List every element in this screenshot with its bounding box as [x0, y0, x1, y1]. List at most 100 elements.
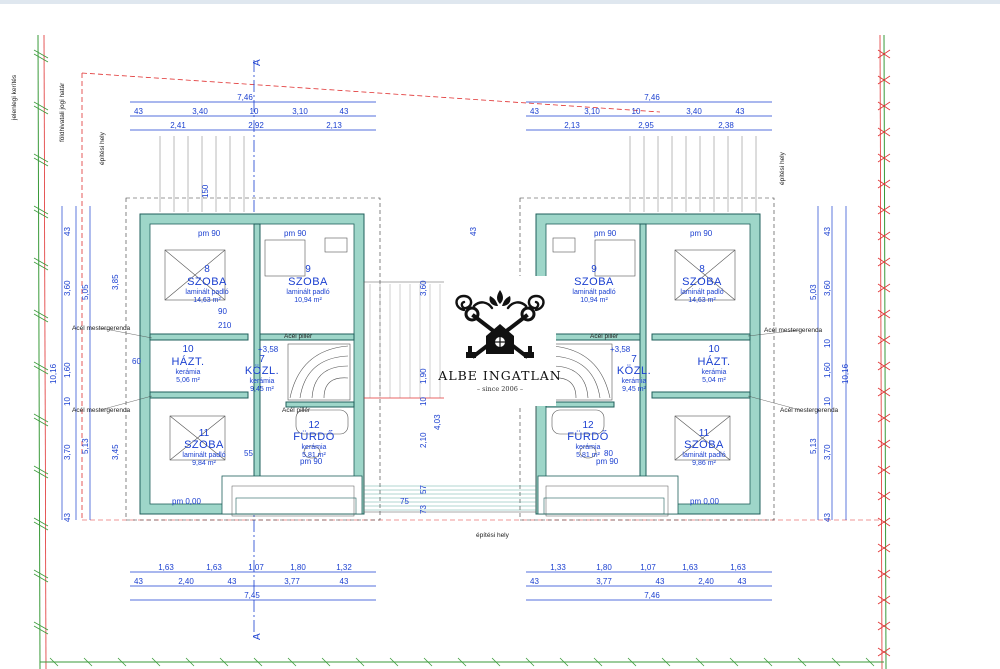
boundary-tick [559, 657, 569, 667]
boundary-cross [877, 595, 891, 605]
svg-text:12: 12 [308, 420, 320, 431]
boundary-tick [355, 657, 365, 667]
svg-text:210: 210 [218, 321, 232, 330]
room-9-left: 9 SZOBA laminált padló 10,94 m² [286, 264, 329, 304]
boundary-cross [877, 283, 891, 293]
left-unit [125, 197, 381, 521]
svg-text:FÜRDŐ: FÜRDŐ [293, 429, 335, 443]
boundary-tick [33, 49, 49, 59]
boundary-tick [33, 469, 49, 479]
room-9-right: 9 SZOBA laminált padló 10,94 m² [572, 264, 615, 304]
boundary-tick [33, 569, 49, 579]
svg-text:5,81 m²: 5,81 m² [576, 452, 600, 459]
svg-text:1,80: 1,80 [596, 563, 612, 572]
boundary-cross [877, 517, 891, 527]
svg-text:+3,58: +3,58 [610, 345, 631, 354]
svg-text:kerámia: kerámia [250, 378, 275, 385]
svg-text:43: 43 [738, 577, 747, 586]
svg-text:pm 90: pm 90 [284, 229, 307, 238]
svg-text:2,38: 2,38 [718, 121, 734, 130]
brand-name: ALBE INGATLAN [438, 368, 562, 383]
boundary-tick [423, 657, 433, 667]
boundary-tick [219, 657, 229, 667]
svg-text:1,90: 1,90 [419, 368, 428, 384]
boundary-tick [33, 261, 49, 271]
boundary-tick [33, 105, 49, 115]
svg-text:9,45 m²: 9,45 m² [250, 386, 274, 393]
dim-left-top-total: 7,46 [237, 93, 253, 102]
svg-text:3,45: 3,45 [111, 444, 120, 460]
svg-text:7: 7 [259, 354, 265, 365]
label-current-fence: jelenlegi kerítés [11, 74, 18, 121]
boundary-tick [33, 625, 49, 635]
svg-text:3,40: 3,40 [686, 107, 702, 116]
svg-text:1,63: 1,63 [158, 563, 174, 572]
svg-text:3,10: 3,10 [292, 107, 308, 116]
boundary-tick [729, 657, 739, 667]
boundary-tick [33, 365, 49, 375]
svg-text:10,94 m²: 10,94 m² [580, 297, 608, 304]
svg-text:10: 10 [632, 107, 641, 116]
svg-text:SZOBA: SZOBA [184, 439, 224, 451]
svg-text:43: 43 [656, 577, 665, 586]
svg-text:3,70: 3,70 [63, 444, 72, 460]
svg-text:3,77: 3,77 [284, 577, 300, 586]
svg-text:5,13: 5,13 [81, 438, 90, 454]
room-labels-left: 8 SZOBA laminált padló 14,63 m² 9 SZOBA … [171, 264, 334, 467]
boundary-tick [627, 657, 637, 667]
svg-text:5,81 m²: 5,81 m² [302, 452, 326, 459]
svg-text:11: 11 [199, 428, 210, 439]
svg-text:10: 10 [419, 397, 428, 406]
svg-text:pm 90: pm 90 [596, 457, 619, 466]
keys-crest-icon [455, 290, 545, 359]
boundary-tick [33, 573, 49, 583]
boundary-tick [457, 657, 467, 667]
label-land-registry-border: földhivatali jogi határ [59, 82, 66, 142]
svg-text:laminált padló: laminált padló [572, 289, 615, 296]
boundary-cross [877, 49, 891, 59]
svg-text:60: 60 [132, 357, 141, 366]
svg-text:11: 11 [699, 428, 710, 439]
svg-text:43: 43 [63, 513, 72, 522]
svg-text:3,60: 3,60 [63, 280, 72, 296]
boundary-cross [877, 127, 891, 137]
boundary-cross [877, 179, 891, 189]
svg-text:43: 43 [530, 107, 539, 116]
svg-text:kerámia: kerámia [176, 369, 201, 376]
svg-text:Acél pillér: Acél pillér [282, 407, 311, 414]
boundary-tick [33, 309, 49, 319]
boundary-tick [593, 657, 603, 667]
svg-text:80: 80 [604, 449, 613, 458]
boundary-cross [877, 569, 891, 579]
boundary-tick [797, 657, 807, 667]
svg-text:1,80: 1,80 [290, 563, 306, 572]
svg-text:pm 0,00: pm 0,00 [172, 497, 201, 506]
svg-text:laminált padló: laminált padló [182, 452, 225, 459]
svg-text:1,07: 1,07 [248, 563, 264, 572]
boundary-cross [877, 101, 891, 111]
svg-text:kerámia: kerámia [302, 444, 327, 451]
boundary-cross [877, 413, 891, 423]
dim-right-bottom-total: 7,46 [644, 591, 660, 600]
boundary-tick [253, 657, 263, 667]
site-boundaries [33, 34, 891, 669]
boundary-tick [33, 417, 49, 427]
boundary-tick [33, 413, 49, 423]
room-7-left: 7 KÖZL. kerámia 9,45 m² [245, 354, 279, 393]
svg-text:Acél mestergerenda: Acél mestergerenda [764, 327, 823, 334]
svg-text:57: 57 [419, 485, 428, 494]
svg-text:kerámia: kerámia [702, 369, 727, 376]
svg-text:43: 43 [469, 227, 478, 236]
svg-text:2,92: 2,92 [248, 121, 264, 130]
svg-text:KÖZL.: KÖZL. [245, 365, 279, 377]
svg-text:8: 8 [699, 264, 705, 275]
svg-text:laminált padló: laminált padló [682, 452, 725, 459]
boundary-cross [877, 257, 891, 267]
boundary-tick [33, 621, 49, 631]
svg-text:KÖZL.: KÖZL. [617, 365, 651, 377]
boundary-cross [877, 153, 891, 163]
dim-right-top-total: 7,46 [644, 93, 660, 102]
svg-text:10,16: 10,16 [49, 363, 58, 384]
svg-text:14,63 m²: 14,63 m² [193, 297, 221, 304]
svg-text:3,77: 3,77 [596, 577, 612, 586]
